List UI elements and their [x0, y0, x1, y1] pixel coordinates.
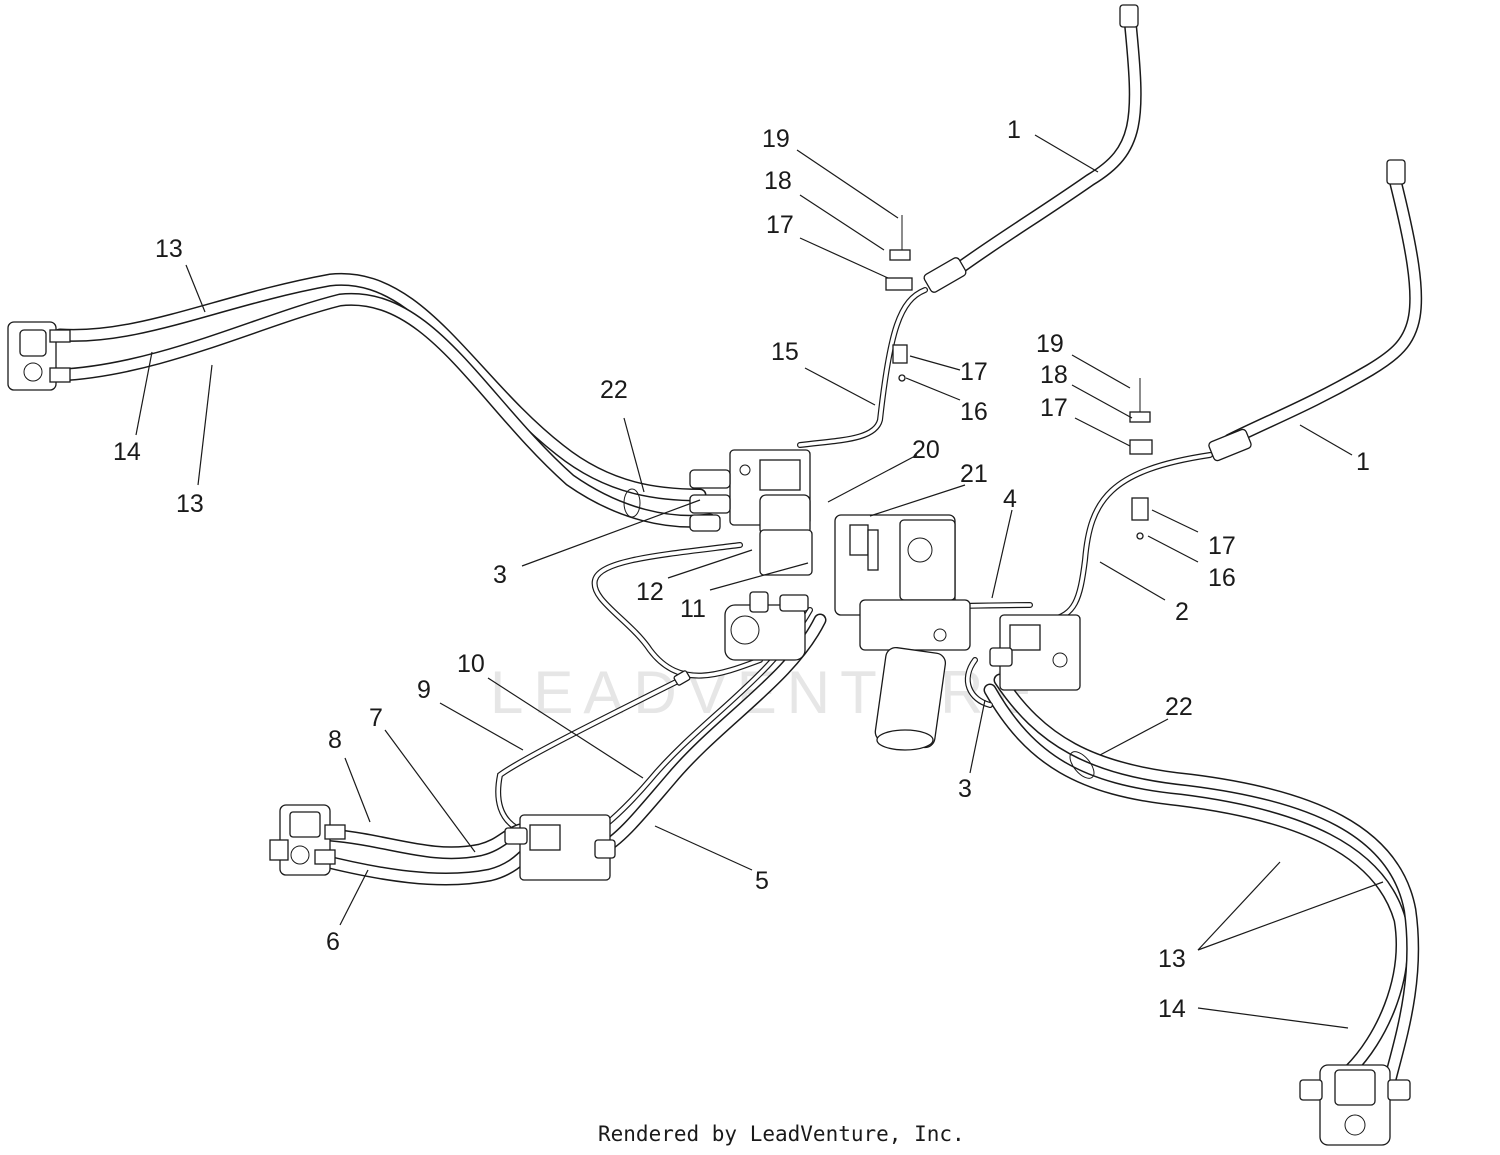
callout-10: 10 — [457, 650, 485, 678]
callout-17-right-upper: 17 — [1040, 394, 1068, 422]
central-valve-block — [689, 449, 813, 576]
callout-3-left: 3 — [493, 561, 507, 589]
callout-19-right: 19 — [1036, 330, 1064, 358]
callout-1-top: 1 — [1007, 116, 1021, 144]
lower-right-wheel-motor — [1299, 1064, 1411, 1146]
callout-12: 12 — [636, 578, 664, 606]
callout-5: 5 — [755, 867, 769, 895]
main-pump — [834, 514, 971, 651]
callout-13-bottom-left: 13 — [176, 490, 204, 518]
callout-1-right: 1 — [1356, 448, 1370, 476]
hose-clamp-right — [1069, 751, 1095, 779]
lower-left-valve — [504, 814, 616, 881]
hose-fitting-top — [1119, 4, 1139, 28]
oil-filter — [874, 646, 947, 751]
callout-6: 6 — [326, 928, 340, 956]
hose-clamp-left — [623, 488, 641, 518]
callout-13-top-left: 13 — [155, 235, 183, 263]
hose-fitting-right — [1386, 159, 1406, 185]
callout-7: 7 — [369, 704, 383, 732]
leader-lines — [135, 134, 1384, 1029]
gear-pump — [724, 591, 809, 661]
callout-14-right: 14 — [1158, 995, 1186, 1023]
render-credit: Rendered by LeadVenture, Inc. — [598, 1122, 965, 1146]
right-valve — [989, 614, 1081, 691]
callout-9: 9 — [417, 676, 431, 704]
coupler-left — [923, 257, 967, 293]
callout-13-right: 13 — [1158, 945, 1186, 973]
callout-15: 15 — [771, 338, 799, 366]
callout-11: 11 — [680, 595, 706, 623]
callout-3-right: 3 — [958, 775, 972, 803]
callout-22-left: 22 — [600, 376, 628, 404]
callout-22-right: 22 — [1165, 693, 1193, 721]
clamp-assembly-right — [1129, 378, 1153, 540]
callout-labels: 1 1 2 3 3 4 5 6 7 8 9 10 11 12 13 13 13 … — [113, 116, 1370, 1023]
lower-left-wheel-motor — [269, 804, 346, 876]
callout-8: 8 — [328, 726, 342, 754]
callout-17-right-lower: 17 — [1208, 532, 1236, 560]
tube-end-fitting — [673, 670, 691, 686]
callout-16-left: 16 — [960, 398, 988, 426]
callout-19-left: 19 — [762, 125, 790, 153]
components — [7, 4, 1411, 1146]
left-wheel-motor — [7, 321, 71, 391]
coupler-right — [1208, 428, 1252, 462]
callout-16-right: 16 — [1208, 564, 1236, 592]
callout-17-left-lower: 17 — [960, 358, 988, 386]
callout-20: 20 — [912, 436, 940, 464]
callout-17-left-upper: 17 — [766, 211, 794, 239]
callout-2: 2 — [1175, 598, 1189, 626]
callout-18-right: 18 — [1040, 361, 1068, 389]
callout-14-left: 14 — [113, 438, 141, 466]
callout-4: 4 — [1003, 485, 1017, 513]
clamp-assembly-left — [885, 215, 913, 382]
callout-21: 21 — [960, 460, 988, 488]
callout-18-left: 18 — [764, 167, 792, 195]
